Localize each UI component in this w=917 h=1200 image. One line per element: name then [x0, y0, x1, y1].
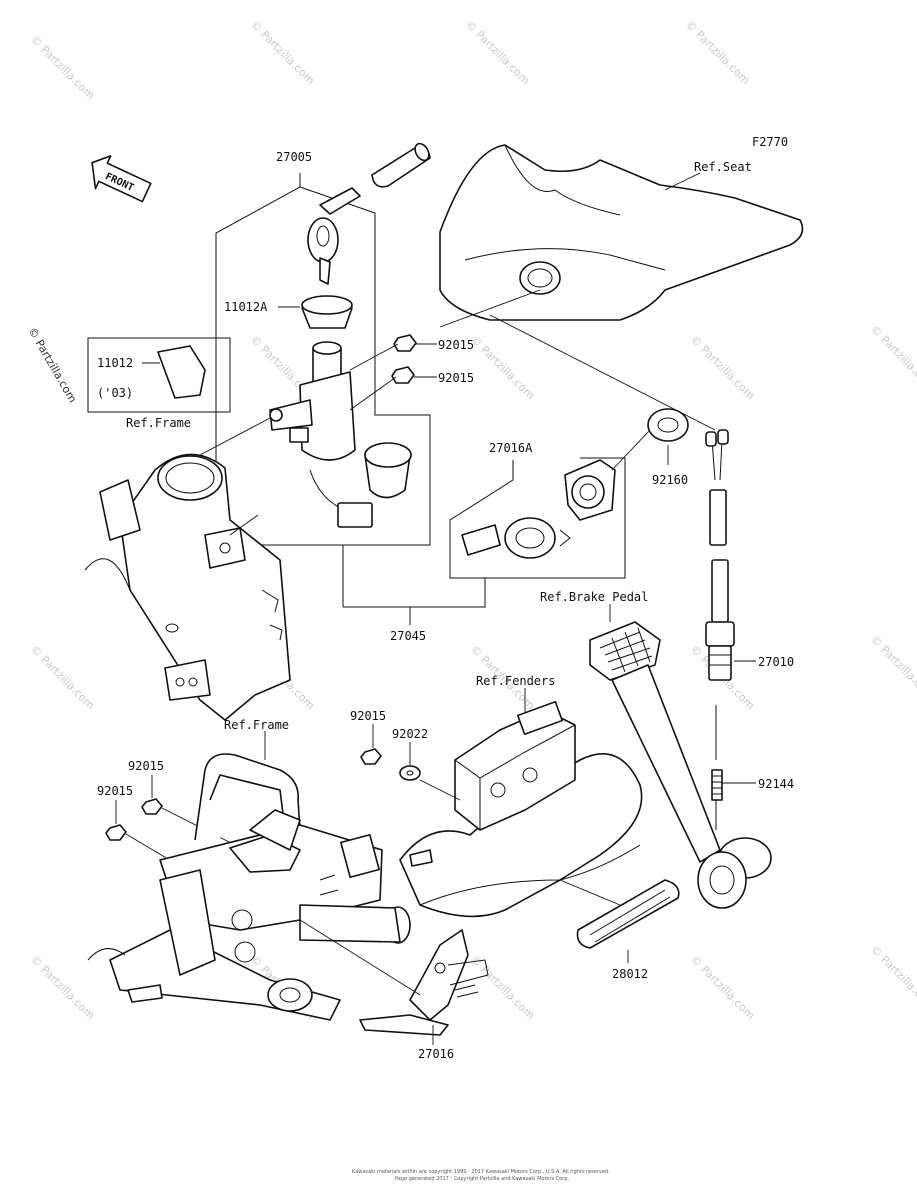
ignition-key-part [307, 187, 361, 285]
part-label-27010[interactable]: 27010 [758, 655, 794, 669]
part-label-92015-c[interactable]: 92015 [350, 709, 386, 723]
part-label-92015-e[interactable]: 92015 [97, 784, 133, 798]
frame-lower [87, 753, 411, 1021]
watermark: © Partzilla.com [28, 643, 97, 712]
key-sleeve-part [371, 142, 431, 188]
watermark: © Partzilla.com [28, 33, 97, 102]
nut-92015-b [391, 366, 415, 384]
ref-label-fenders: Ref.Fenders [476, 674, 555, 688]
bracket-27005 [215, 173, 431, 546]
watermark: © Partzilla.com [468, 953, 537, 1022]
front-arrow-icon: FRONT [91, 155, 152, 203]
leader-92015-a-part [349, 343, 399, 371]
cap-11012A-part [301, 295, 353, 329]
cover-11012-part [157, 345, 206, 399]
part-label-11012-note: ('03) [97, 386, 133, 400]
brake-switch-27010-part [705, 621, 735, 681]
bracket-27016A [449, 457, 626, 579]
nut-92015-d [141, 798, 163, 815]
side-watermark: © Partzilla.com [25, 325, 79, 405]
part-label-27045[interactable]: 27045 [390, 629, 426, 643]
leader-frame-ignition [199, 417, 271, 456]
seat-lock-part [564, 459, 616, 521]
leader-seat-wire [489, 314, 716, 431]
seat-part [439, 144, 804, 321]
part-label-11012A[interactable]: 11012A [224, 300, 268, 314]
wire-harness-part [705, 429, 729, 623]
leader-92022-part [419, 779, 461, 801]
watermark: © Partzilla.com [468, 333, 537, 402]
leader-27016-frame [299, 919, 421, 996]
washer-92022-hole [406, 770, 414, 776]
part-label-27016[interactable]: 27016 [418, 1047, 454, 1061]
watermark: © Partzilla.com [248, 18, 317, 87]
nut-92015-a [393, 334, 417, 352]
part-label-92022[interactable]: 92022 [392, 727, 428, 741]
part-label-27016A[interactable]: 27016A [489, 441, 533, 455]
footer-generated: Page generated 2017 - Copyright Partzill… [395, 1176, 570, 1182]
part-label-92144[interactable]: 92144 [758, 777, 794, 791]
part-label-92160[interactable]: 92160 [652, 473, 688, 487]
part-label-92015-d[interactable]: 92015 [128, 759, 164, 773]
grommet-92160-part [647, 408, 689, 442]
watermark: © Partzilla.com [868, 323, 917, 392]
leader-seat-switch [439, 289, 541, 328]
seat-key-part [461, 517, 571, 559]
leader-28012-fender [559, 879, 621, 906]
part-label-28012[interactable]: 28012 [612, 967, 648, 981]
ref-label-seat: Ref.Seat [694, 160, 752, 174]
fender-part [399, 700, 643, 918]
nut-92015-c [360, 748, 382, 765]
brake-pedal-part [589, 621, 772, 909]
watermark: © Partzilla.com [868, 633, 917, 702]
footpeg-28012-part [576, 879, 680, 949]
leader-frame-connector [229, 514, 259, 536]
frame-head-tube [84, 453, 291, 721]
watermark: © Partzilla.com [868, 943, 917, 1012]
spring-92144-part [711, 705, 723, 830]
leader-ref-seat [664, 172, 701, 191]
watermark: © Partzilla.com [688, 333, 757, 402]
part-label-92015-b[interactable]: 92015 [438, 371, 474, 385]
rubber-cap-part [364, 442, 412, 499]
ref-label-brake-pedal: Ref.Brake Pedal [540, 590, 648, 604]
washer-92022 [399, 765, 421, 781]
watermark: © Partzilla.com [28, 953, 97, 1022]
figure-code: F2770 [752, 135, 788, 149]
part-label-27005[interactable]: 27005 [276, 150, 312, 164]
leader-92160-lock [611, 429, 651, 471]
bracket-27045 [343, 578, 486, 608]
inset-box-11012 [87, 337, 231, 413]
part-label-11012[interactable]: 11012 [97, 356, 133, 370]
sidestand-switch-27016-part [359, 929, 489, 1036]
part-label-92015-a[interactable]: 92015 [438, 338, 474, 352]
footer-copyright: Kawasaki materials within are copyright … [352, 1169, 610, 1175]
nut-92015-e [105, 824, 127, 841]
watermark: © Partzilla.com [683, 18, 752, 87]
watermark: © Partzilla.com [463, 18, 532, 87]
watermark: © Partzilla.com [688, 953, 757, 1022]
ref-label-frame-top: Ref.Frame [126, 416, 191, 430]
ref-label-frame-bottom: Ref.Frame [224, 718, 289, 732]
leader-92015-b-part [349, 376, 397, 411]
ignition-switch-part [269, 341, 373, 528]
